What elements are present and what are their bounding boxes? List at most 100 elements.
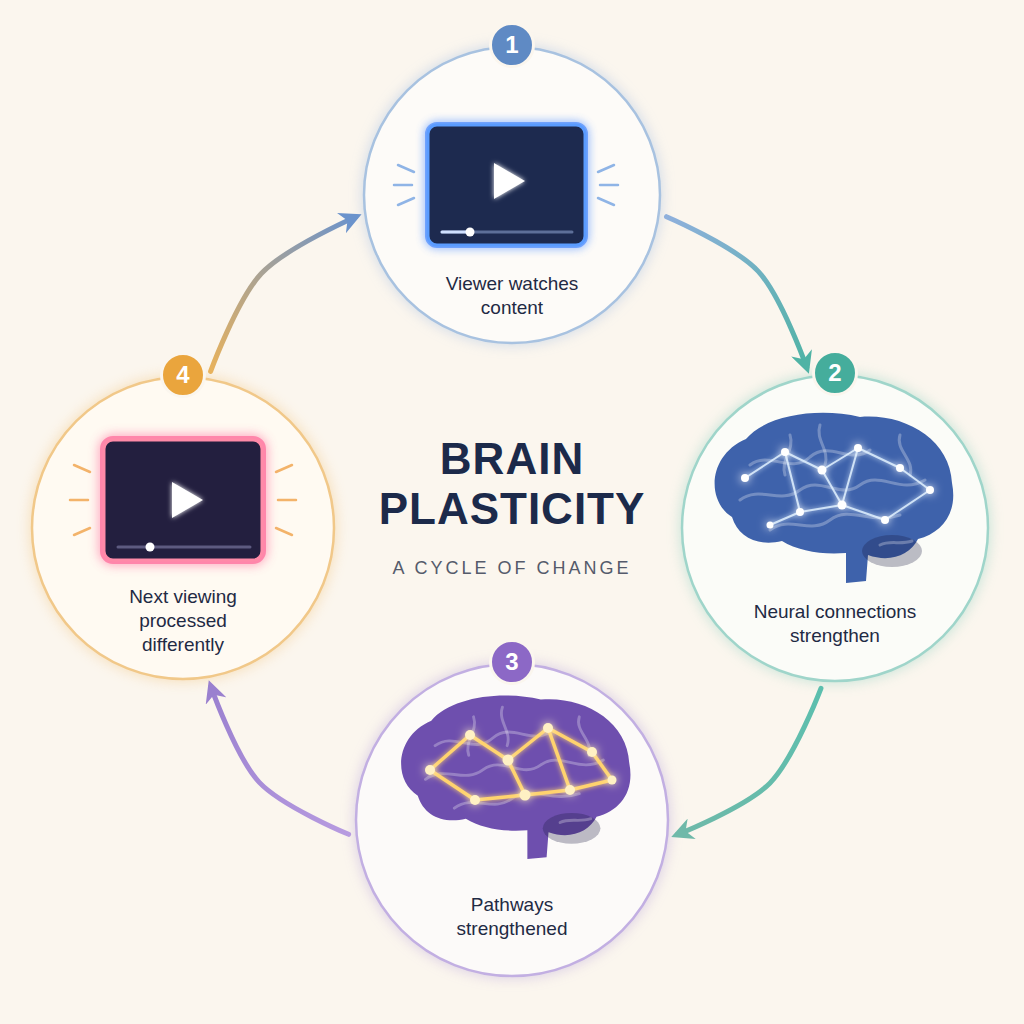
video-player-icon-part-part xyxy=(598,165,614,172)
purple-brain-illustration-part-part xyxy=(508,760,525,795)
cycle-arrow xyxy=(211,687,349,835)
blue-brain-illustration-part-part xyxy=(822,448,858,470)
purple-brain-illustration-part-part xyxy=(430,735,470,770)
video-player-glow-icon-part-part xyxy=(70,499,88,502)
video-player-glow-icon-part-part xyxy=(74,528,90,535)
purple-brain-illustration xyxy=(401,695,630,859)
video-player-glow-icon-part-part xyxy=(276,465,292,472)
blue-brain-illustration-part-part xyxy=(741,474,749,482)
video-player-icon-part xyxy=(466,228,475,237)
purple-brain-illustration-part-part xyxy=(570,780,612,790)
blue-brain-illustration-part-part xyxy=(785,452,800,512)
video-player-glow-icon-part xyxy=(146,543,155,552)
purple-brain-illustration-part-part xyxy=(503,755,514,766)
video-player-glow-icon-part xyxy=(118,546,250,549)
video-player-icon-part xyxy=(442,231,470,234)
blue-brain-illustration-part-part xyxy=(838,501,847,510)
blue-brain-illustration-part-part xyxy=(854,444,862,452)
purple-brain-illustration-part-part xyxy=(508,728,548,760)
step-number: 4 xyxy=(160,352,206,398)
step-number: 2 xyxy=(812,350,858,396)
purple-brain-illustration-part-part xyxy=(520,790,531,801)
cycle-arrow xyxy=(211,217,356,371)
step-label: Next viewing processed differently xyxy=(108,585,258,657)
video-player-icon-part-part xyxy=(600,184,618,187)
video-player-icon-part xyxy=(494,163,525,199)
step-circle: 1Viewer watches content xyxy=(362,45,662,345)
circle-shape xyxy=(356,664,668,976)
blue-brain-illustration-part xyxy=(741,444,934,529)
purple-brain-illustration-part-part xyxy=(465,730,475,740)
purple-brain-illustration-part-part xyxy=(587,747,597,757)
circle-shape xyxy=(364,47,660,343)
video-player-glow-icon-part-part xyxy=(278,499,296,502)
step-circle: 3Pathways strengthened xyxy=(354,662,670,978)
video-player-icon-part xyxy=(428,125,585,245)
video-player-glow-icon-part xyxy=(172,482,203,518)
blue-brain-illustration-part-part xyxy=(745,452,785,478)
blue-brain-illustration-part-part xyxy=(767,522,774,529)
step-circle: 4Next viewing processed differently xyxy=(30,375,336,681)
purple-brain-illustration-part-part xyxy=(592,752,612,780)
purple-brain-illustration-part-part xyxy=(470,795,480,805)
blue-brain-illustration-part-part xyxy=(896,464,904,472)
blue-brain-illustration-part-part xyxy=(796,508,804,516)
purple-brain-illustration-part-part xyxy=(430,770,475,800)
circle-shape xyxy=(32,377,334,679)
blue-brain-illustration-part-part xyxy=(800,505,842,512)
video-player-icon-part-part xyxy=(398,198,414,205)
blue-brain-illustration-part-part xyxy=(770,512,800,525)
blue-brain-illustration-part-part xyxy=(926,486,934,494)
blue-brain-illustration-part-part xyxy=(781,448,789,456)
step-label: Viewer watches content xyxy=(422,272,602,320)
purple-brain-illustration-part-part xyxy=(475,795,525,800)
blue-brain-illustration-part-part xyxy=(822,470,842,505)
video-player-icon-part-part xyxy=(398,165,414,172)
blue-brain-illustration-part-part xyxy=(900,468,930,490)
step-number: 1 xyxy=(489,22,535,68)
purple-brain-illustration-part-part xyxy=(425,765,435,775)
cycle-arrow xyxy=(677,688,821,834)
video-player-icon-part xyxy=(428,125,585,245)
video-player-glow-icon xyxy=(70,440,296,560)
blue-brain-illustration xyxy=(715,413,954,583)
blue-brain-illustration-part-part xyxy=(842,448,858,505)
video-player-glow-icon-part-part xyxy=(276,528,292,535)
video-player-glow-icon-part xyxy=(104,440,262,560)
circle-shape xyxy=(682,375,988,681)
blue-brain-illustration-part-part xyxy=(785,452,822,470)
diagram-title: BRAIN PLASTICITY xyxy=(352,434,672,534)
purple-brain-illustration-part-part xyxy=(548,728,570,790)
video-player-glow-icon-part xyxy=(70,465,296,535)
blue-brain-illustration-part-part xyxy=(881,516,889,524)
purple-brain-illustration-part-part xyxy=(470,735,508,760)
purple-brain-illustration-part-part xyxy=(525,790,570,795)
video-player-icon xyxy=(394,125,618,245)
blue-brain-illustration-part-part xyxy=(842,505,885,520)
purple-brain-illustration-part-part xyxy=(543,723,553,733)
blue-brain-illustration-part-part xyxy=(885,490,930,520)
step-number: 3 xyxy=(489,639,535,685)
video-player-icon-part xyxy=(442,231,572,234)
video-player-glow-icon-part xyxy=(104,440,262,560)
video-player-glow-icon-part-part xyxy=(74,465,90,472)
purple-brain-illustration-part xyxy=(430,728,612,800)
step-label: Pathways strengthened xyxy=(432,893,592,941)
blue-brain-illustration-part xyxy=(715,413,954,583)
video-player-icon-part xyxy=(394,165,618,205)
blue-brain-illustration-part-part xyxy=(858,448,900,468)
purple-brain-illustration-part-part xyxy=(548,728,592,752)
video-player-icon-part-part xyxy=(394,184,412,187)
video-player-icon-part-part xyxy=(598,198,614,205)
step-label: Neural connections strengthen xyxy=(730,600,940,648)
purple-brain-illustration-part-part xyxy=(608,776,617,785)
purple-brain-illustration-part xyxy=(401,695,630,859)
blue-brain-illustration-part xyxy=(745,448,930,525)
blue-brain-illustration-part-part xyxy=(818,466,827,475)
purple-brain-illustration-part-part xyxy=(565,785,575,795)
cycle-arrow xyxy=(666,217,806,368)
video-player-glow-icon-part xyxy=(118,546,150,549)
step-circle: 2Neural connections strengthen xyxy=(680,373,990,683)
